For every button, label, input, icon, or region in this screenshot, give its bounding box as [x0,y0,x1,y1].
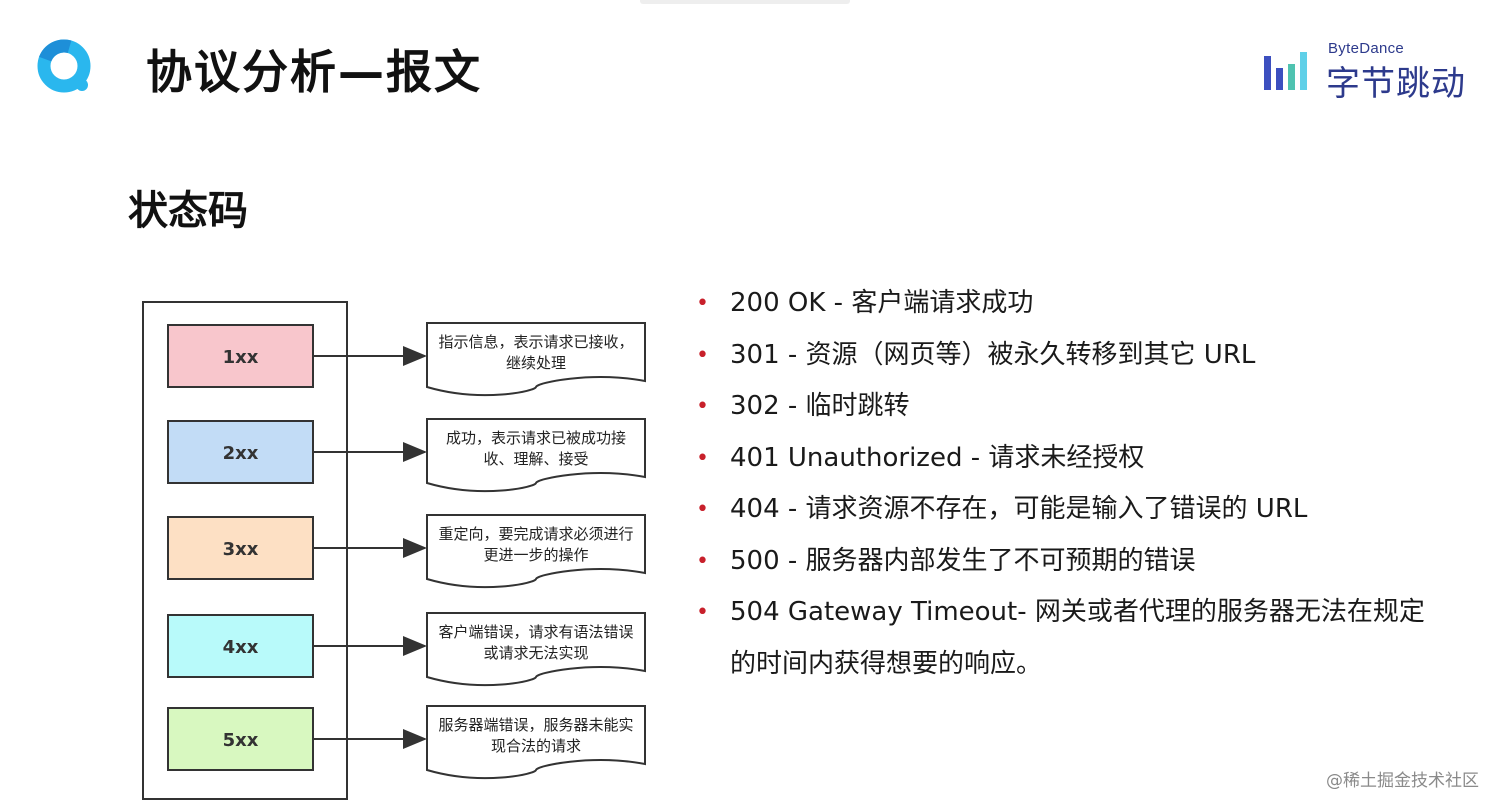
bytedance-logo: ByteDance 字节跳动 [1262,38,1472,104]
list-item-text: 504 Gateway Timeout- 网关或者代理的服务器无法在规定的时间内… [730,597,1425,679]
code-label: 2xx [223,443,259,464]
code-label: 4xx [223,637,259,658]
description-text: 客户端错误，请求有语法错误 [438,623,633,641]
list-item-text: 404 - 请求资源不存在，可能是输入了错误的 URL [730,494,1308,524]
code-box-1xx [167,324,314,388]
bullet-dot: • [696,548,709,574]
description-shape [426,418,646,493]
description-shape [426,612,646,687]
description-text: 或请求无法实现 [483,644,588,662]
description-shape [426,514,646,589]
description-text: 重定向，要完成请求必须进行 [438,525,633,543]
list-item-text: 401 Unauthorized - 请求未经授权 [730,442,1145,473]
top-edge-bar [640,0,850,4]
description-text: 更进一步的操作 [483,546,588,564]
bullet-dot: • [696,291,709,316]
list-item: • 301 - 资源（网页等）被永久转移到其它 URL [694,330,1434,382]
page-title: 协议分析—报文 [146,45,482,99]
list-item: • 504 Gateway Timeout- 网关或者代理的服务器无法在规定的时间… [694,587,1434,690]
brand-name-cn: 字节跳动 [1326,64,1466,104]
description-text: 服务器端错误，服务器未能实 [438,716,633,734]
section-heading: 状态码 [128,188,248,234]
list-item: • 302 - 临时跳转 [694,381,1434,433]
list-item-text: 302 - 临时跳转 [730,391,910,421]
list-item: • 200 OK - 客户端请求成功 [694,278,1434,330]
bytedance-bars-icon [1264,52,1307,90]
bullet-dot: • [696,445,709,471]
status-code-diagram: 1xx 指示信息，表示请求已接收， 继续处理 2xx 成功，表示请求已被成功接收、理解、… [142,301,646,800]
list-item-text: 500 - 服务器内部发生了不可预期的错误 [730,545,1196,576]
bullet-dot: • [696,600,709,625]
description-shape [426,322,646,397]
code-label: 3xx [223,539,259,560]
brand-name-en: ByteDance [1328,40,1405,57]
code-label: 5xx [223,730,259,751]
code-box-5xx [167,707,314,771]
bullet-dot: • [696,394,709,419]
watermark: @稀土掘金技术社区 [1326,771,1479,791]
list-item-text: 200 OK - 客户端请求成功 [730,288,1034,318]
bullet-dot: • [696,497,709,522]
status-code-list: • 200 OK - 客户端请求成功 • 301 - 资源（网页等）被永久转移到其它… [694,278,1434,690]
description-shape [426,705,646,780]
description-text: 继续处理 [506,354,566,372]
code-label: 1xx [223,347,259,368]
description-text: 指示信息，表示请求已接收， [438,333,633,351]
app-logo-icon [37,39,91,93]
description-text: 收、理解、接受 [483,450,588,468]
list-item: • 401 Unauthorized - 请求未经授权 [694,433,1434,485]
bullet-dot: • [696,342,709,368]
code-box-3xx [167,516,314,580]
description-text: 成功，表示请求已被成功接 [446,429,626,447]
list-item: • 500 - 服务器内部发生了不可预期的错误 [694,536,1434,588]
description-text: 现合法的请求 [491,737,581,755]
list-item-text: 301 - 资源（网页等）被永久转移到其它 URL [730,339,1256,370]
list-item: • 404 - 请求资源不存在，可能是输入了错误的 URL [694,484,1434,536]
